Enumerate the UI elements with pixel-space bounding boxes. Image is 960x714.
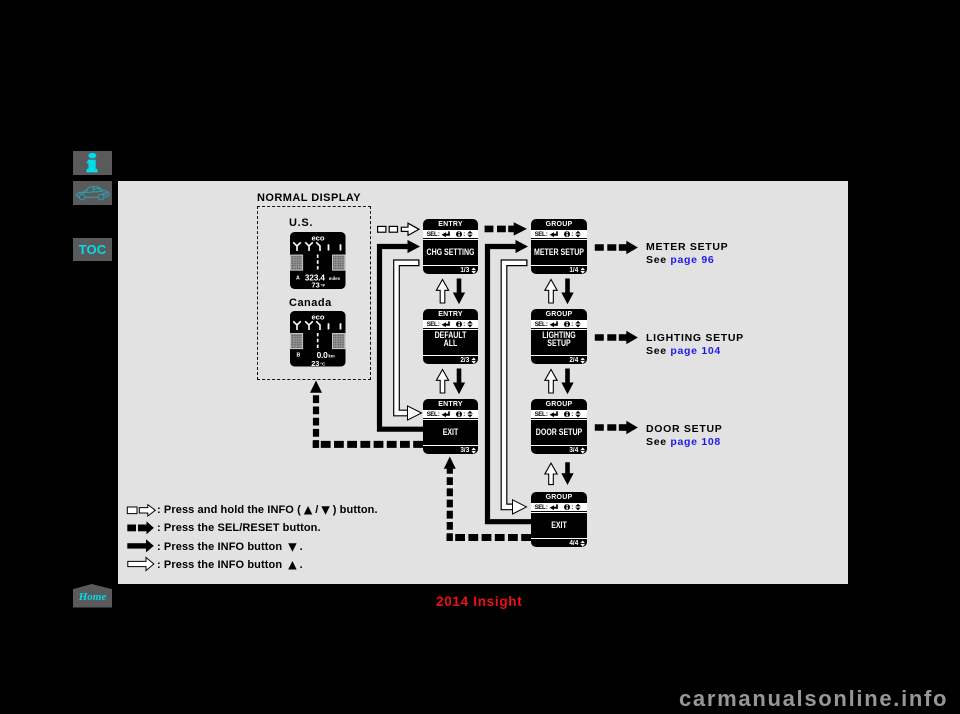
svg-text:miles: miles xyxy=(328,276,340,281)
svg-text:SEL: SEL xyxy=(427,232,438,237)
svg-text::: : xyxy=(571,412,573,418)
svg-text:eco: eco xyxy=(311,234,324,243)
svg-text::: : xyxy=(438,322,440,328)
svg-text::: : xyxy=(546,322,548,328)
svg-text:SEL: SEL xyxy=(535,505,546,510)
svg-text:73: 73 xyxy=(311,281,319,289)
svg-text::: : xyxy=(571,232,573,238)
svg-text::: : xyxy=(438,232,440,238)
svg-text:SEL: SEL xyxy=(427,412,438,417)
svg-text:SEL: SEL xyxy=(535,232,546,237)
svg-text::: : xyxy=(463,412,465,418)
svg-text::: : xyxy=(546,232,548,238)
svg-text:°F: °F xyxy=(320,283,325,288)
svg-text::: : xyxy=(546,412,548,418)
svg-text:0.0: 0.0 xyxy=(316,350,328,360)
svg-text:SEL: SEL xyxy=(535,412,546,417)
svg-text:km: km xyxy=(328,353,334,358)
svg-text::: : xyxy=(571,322,573,328)
svg-text:SEL: SEL xyxy=(535,322,546,327)
svg-text:eco: eco xyxy=(311,312,324,321)
svg-text:°C: °C xyxy=(320,361,326,366)
svg-text::: : xyxy=(571,505,573,511)
svg-text:A: A xyxy=(296,275,300,281)
svg-text::: : xyxy=(438,412,440,418)
svg-text::: : xyxy=(463,232,465,238)
svg-text:323.4: 323.4 xyxy=(304,273,325,283)
svg-text:23: 23 xyxy=(311,359,319,367)
svg-text::: : xyxy=(463,322,465,328)
svg-text:B: B xyxy=(296,352,300,358)
svg-text::: : xyxy=(546,505,548,511)
svg-text:SEL: SEL xyxy=(427,322,438,327)
